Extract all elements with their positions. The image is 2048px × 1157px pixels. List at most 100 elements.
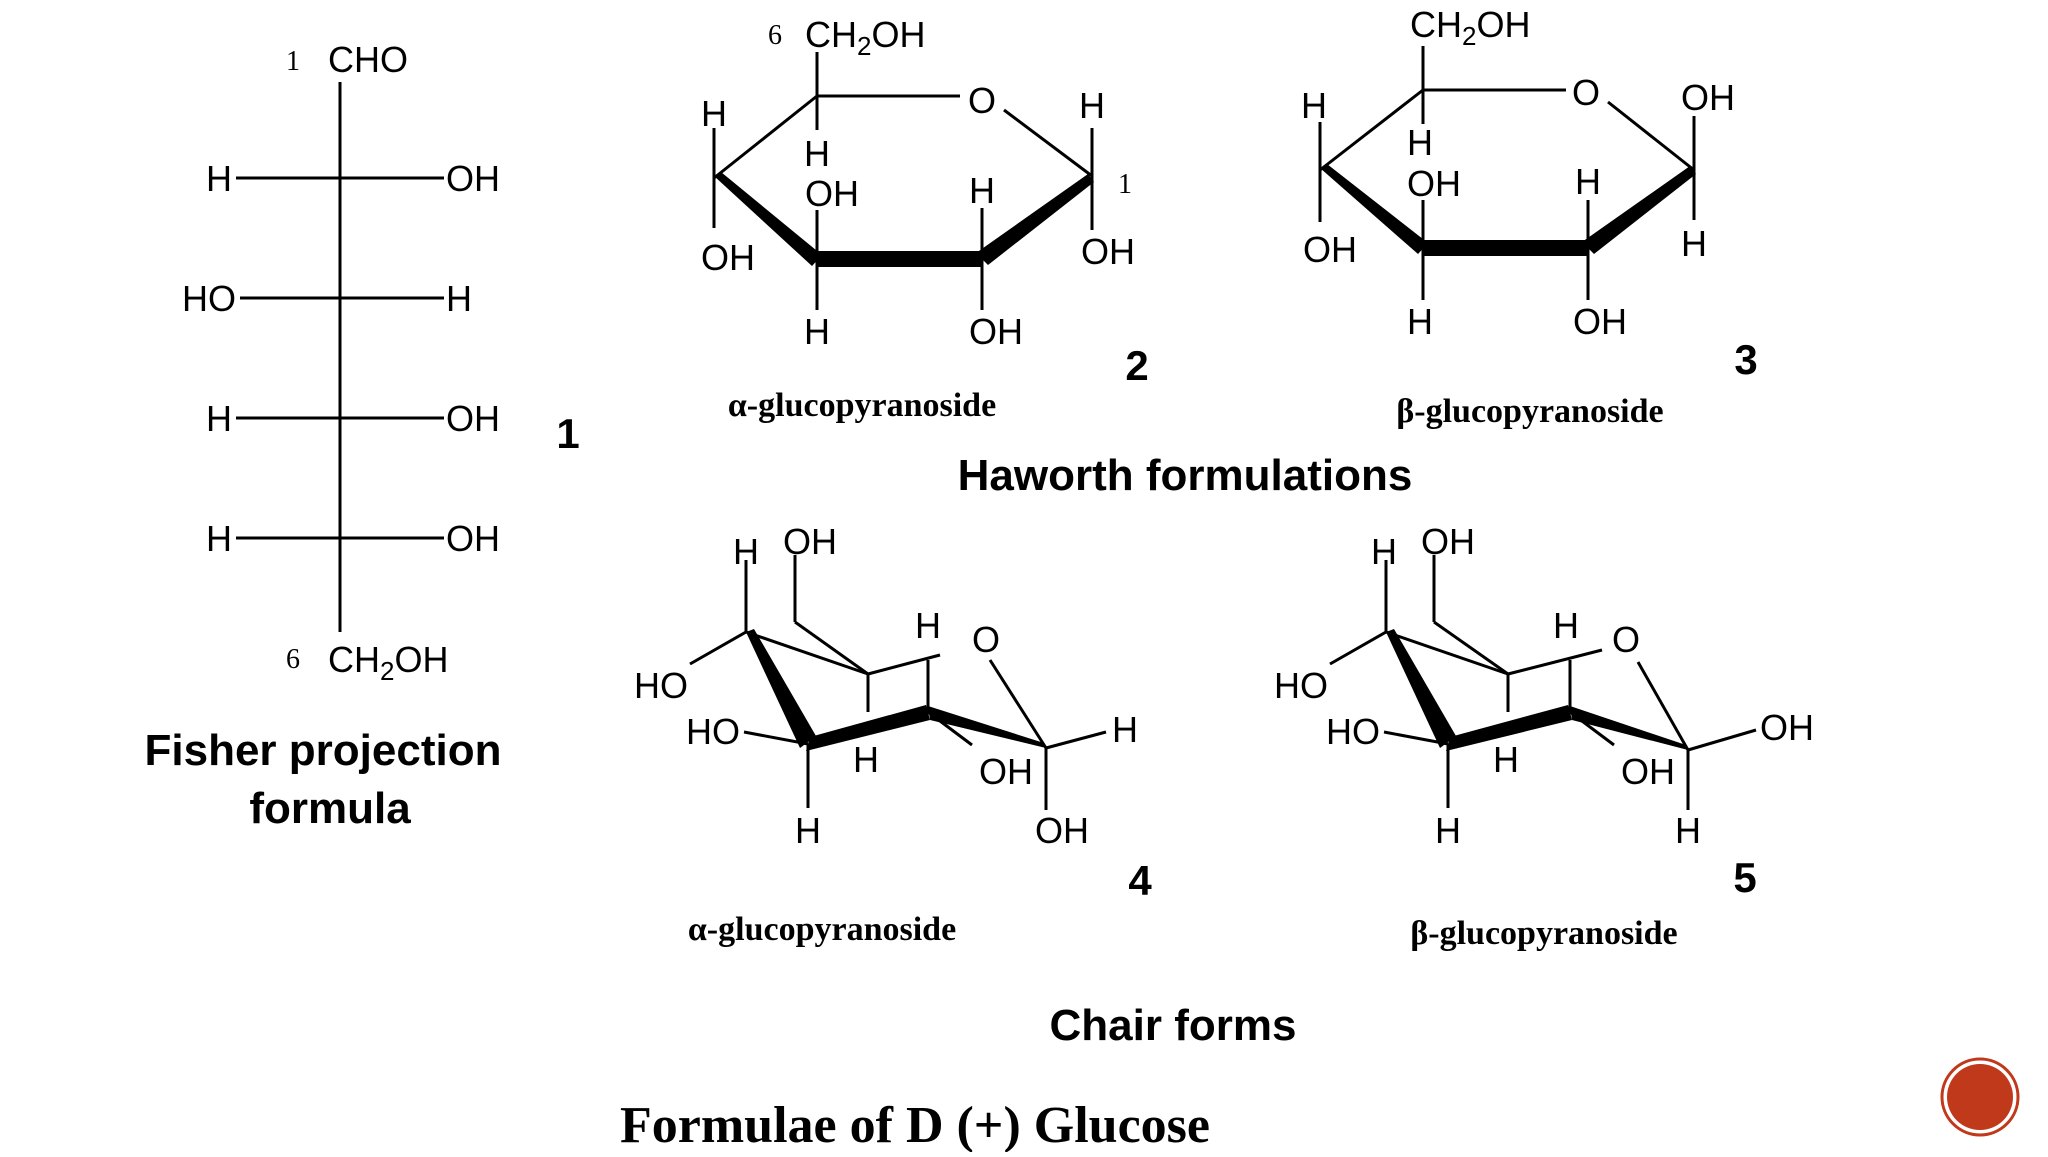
haworth-beta-c4-c3-wedge	[1320, 164, 1428, 254]
haworth-beta-c1-h: H	[1681, 223, 1707, 264]
chair-beta-c5-c6-bond	[1433, 620, 1509, 676]
fisher-row-2-right: H	[446, 278, 472, 319]
haworth-alpha-c4-h: H	[701, 93, 727, 134]
haworth-alpha-number: 2	[1125, 342, 1148, 389]
chair-alpha-c1-oh: OH	[1035, 810, 1089, 851]
haworth-alpha-c2-c1-wedge	[976, 174, 1094, 265]
chair-section-label: Chair forms	[1050, 1001, 1297, 1050]
haworth-beta-c1-oh: OH	[1681, 77, 1735, 118]
haworth-alpha-ring-oxygen: O	[968, 80, 996, 121]
chair-alpha-c4-oh-bond	[689, 630, 747, 666]
chair-beta-c4-c3-wedge	[1386, 629, 1456, 748]
haworth-alpha-locant6: 6	[768, 20, 782, 51]
haworth-alpha-c2-h: H	[969, 170, 995, 211]
chair-beta-c3-ho: HO	[1326, 711, 1380, 752]
haworth-beta-c2-oh: OH	[1573, 301, 1627, 342]
haworth-section-label: Haworth formulations	[958, 451, 1413, 500]
haworth-alpha-c4-c3-wedge	[714, 172, 822, 266]
fisher-row-4-right: OH	[446, 518, 500, 559]
haworth-alpha-c4-oh: OH	[701, 237, 755, 278]
chair-alpha-structure: H OH H O HO HO H OH H H OH 4 α-glucopyra…	[634, 521, 1152, 948]
slide-title: Formulae of D (+) Glucose	[620, 1097, 1210, 1152]
fisher-projection: 1 CHO H OH HO H H OH H OH 6 CH2OH 1 Fish…	[145, 39, 580, 833]
chair-alpha-c4-c3-wedge	[746, 629, 816, 748]
haworth-beta-caption: β-glucopyranoside	[1396, 393, 1663, 430]
chair-beta-caption: β-glucopyranoside	[1410, 915, 1677, 952]
haworth-alpha-c3-h: H	[804, 311, 830, 352]
chair-beta-ring-oxygen: O	[1612, 619, 1640, 660]
fisher-row-1-right: OH	[446, 158, 500, 199]
haworth-beta-c2-c1-wedge	[1582, 166, 1696, 254]
haworth-beta-ch2oh: CH2OH	[1410, 4, 1530, 51]
fisher-c1-group: CHO	[328, 39, 408, 80]
chair-alpha-c4-h: H	[733, 531, 759, 572]
fisher-c6-locant: 6	[286, 644, 300, 675]
haworth-beta-c3-h: H	[1407, 301, 1433, 342]
fisher-label-line-2: formula	[249, 784, 411, 833]
haworth-beta-structure: CH2OH O H H OH H OH OH H H OH 3 β-glucop…	[1301, 4, 1758, 430]
haworth-beta-c4-h: H	[1301, 85, 1327, 126]
chair-beta-c1-oh-bond	[1687, 728, 1757, 752]
haworth-beta-o-c1-bond	[1607, 100, 1695, 172]
fisher-row-3-left: H	[206, 398, 232, 439]
chair-beta-o-c1-bond	[1636, 661, 1690, 751]
chair-alpha-c1-h: H	[1112, 709, 1138, 750]
chair-beta-c2-oh-bond	[1569, 710, 1615, 747]
chair-beta-structure: H OH H O HO HO H OH OH H H 5 β-glucopyra…	[1274, 521, 1814, 952]
fisher-label-line-1: Fisher projection	[145, 726, 502, 775]
chair-beta-c2-oh: OH	[1621, 751, 1675, 792]
haworth-alpha-structure: 6 CH2OH O 1 H H OH H H OH OH H OH 2 α-gl…	[701, 14, 1149, 424]
chair-alpha-c3-oh-bond	[743, 730, 809, 746]
chair-beta-number: 5	[1733, 854, 1756, 901]
next-slide-button-icon	[1947, 1064, 2013, 1130]
fisher-row-4-left: H	[206, 518, 232, 559]
chair-alpha-c2-oh: OH	[979, 751, 1033, 792]
chair-beta-c4-ho: HO	[1274, 665, 1328, 706]
next-slide-button[interactable]	[1940, 1057, 2020, 1137]
chair-beta-c1-oh: OH	[1760, 707, 1814, 748]
haworth-alpha-o-c1-bond	[1003, 108, 1093, 178]
chair-alpha-c6-oh: OH	[783, 521, 837, 562]
chair-alpha-c3-ho: HO	[686, 711, 740, 752]
haworth-alpha-ch2oh: CH2OH	[805, 14, 925, 61]
haworth-beta-c3-oh: OH	[1407, 163, 1461, 204]
haworth-beta-number: 3	[1734, 336, 1757, 383]
haworth-beta-c4-oh: OH	[1303, 229, 1357, 270]
chair-beta-c4-c5-bond	[1385, 630, 1509, 676]
chair-alpha-ring-oxygen: O	[972, 619, 1000, 660]
fisher-row-3-right: OH	[446, 398, 500, 439]
fisher-c6-group: CH2OH	[328, 639, 448, 686]
chair-alpha-caption: α-glucopyranoside	[688, 911, 956, 948]
chair-alpha-c2-h: H	[915, 605, 941, 646]
chair-beta-c6-oh: OH	[1421, 521, 1475, 562]
chair-beta-c2-c1-wedge	[1570, 706, 1688, 750]
haworth-alpha-caption: α-glucopyranoside	[728, 387, 996, 424]
fisher-row-1-left: H	[206, 158, 232, 199]
chair-alpha-c4-c5-bond	[745, 630, 869, 676]
chair-beta-c4-h: H	[1371, 531, 1397, 572]
haworth-alpha-c3-oh: OH	[805, 173, 859, 214]
haworth-alpha-c2-oh: OH	[969, 311, 1023, 352]
chair-beta-c4-oh-bond	[1329, 630, 1387, 666]
chair-alpha-c5-c6-bond	[794, 620, 869, 676]
chair-alpha-c3-c2-wedge	[806, 705, 930, 751]
chair-alpha-c5-h: H	[853, 739, 879, 780]
chair-alpha-c1-h-bond	[1045, 730, 1107, 750]
chair-beta-c5-h: H	[1493, 739, 1519, 780]
fisher-c1-locant: 1	[286, 46, 300, 77]
chair-beta-c3-h: H	[1435, 810, 1461, 851]
chair-beta-c1-h: H	[1675, 810, 1701, 851]
fisher-number: 1	[556, 410, 579, 457]
chair-beta-c3-oh-bond	[1383, 730, 1449, 746]
chair-beta-c3-c2-wedge	[1446, 705, 1572, 751]
haworth-alpha-locant1: 1	[1118, 169, 1132, 200]
chair-alpha-c3-h: H	[795, 810, 821, 851]
haworth-beta-c5-c4-bond	[1319, 88, 1424, 172]
haworth-alpha-c1-h: H	[1079, 85, 1105, 126]
chair-alpha-c4-ho: HO	[634, 665, 688, 706]
haworth-alpha-c5-h: H	[804, 133, 830, 174]
fisher-row-2-left: HO	[182, 278, 236, 319]
chair-beta-c5-o-bond	[1507, 648, 1603, 676]
